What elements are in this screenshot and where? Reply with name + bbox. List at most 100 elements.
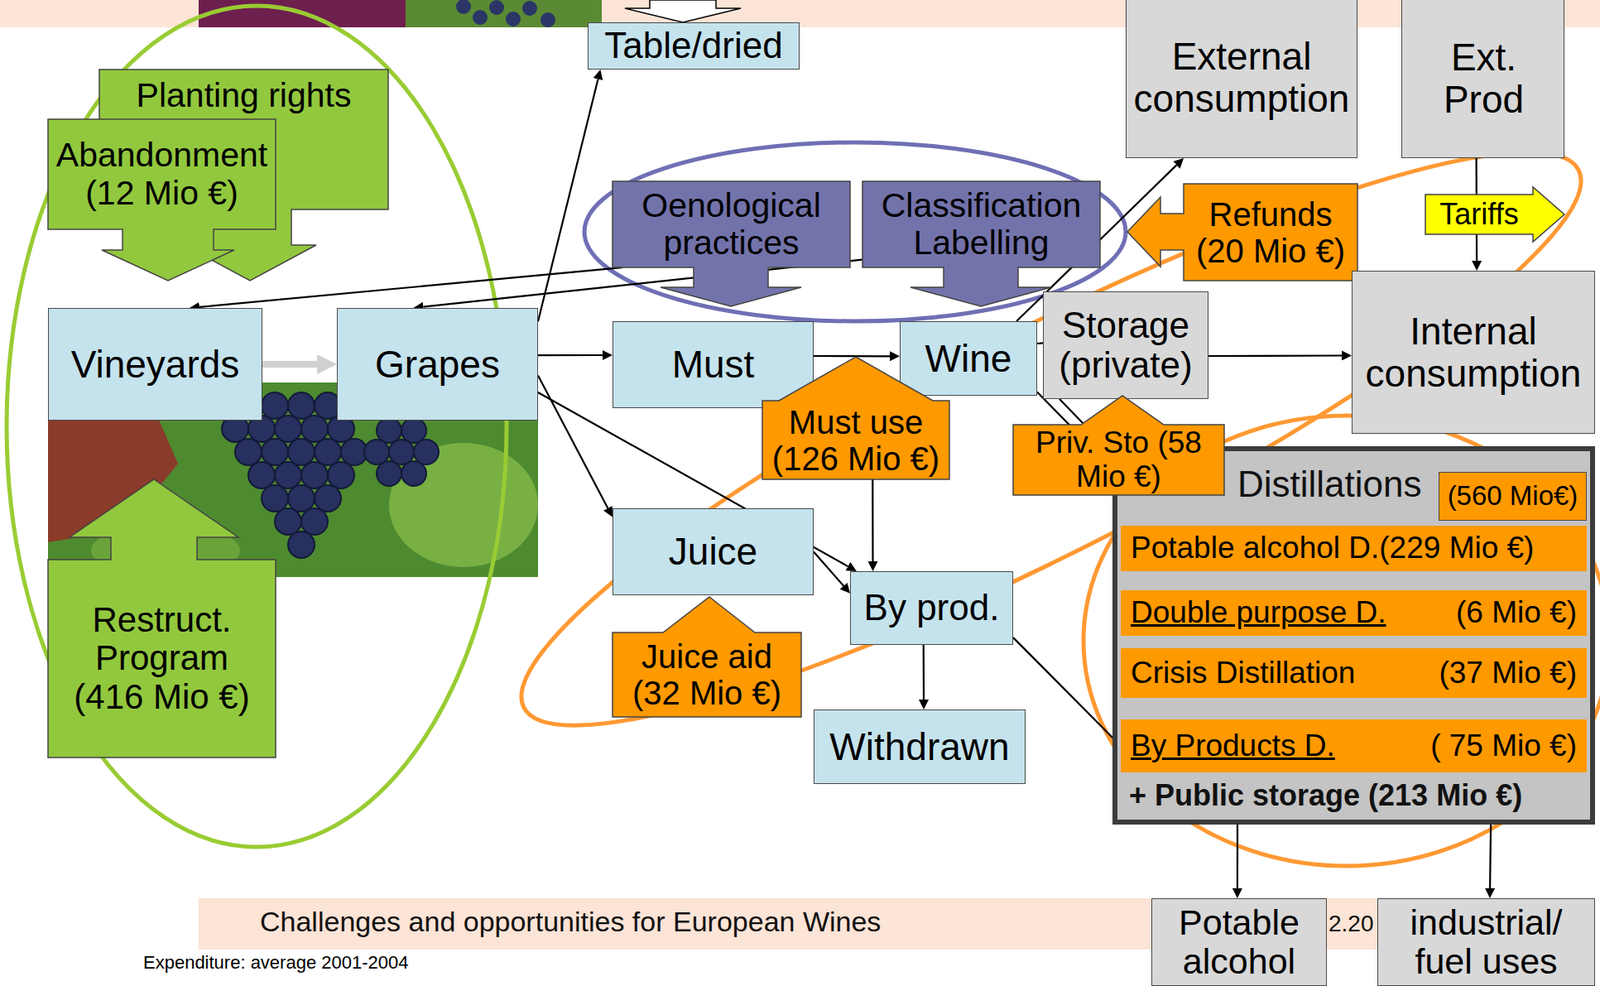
- group-outline: [6, 5, 507, 847]
- node-shape: [612, 596, 802, 717]
- node-text: (560 Mio€): [1447, 480, 1579, 511]
- distillation-bar: Potable alcohol D.(229 Mio €): [1120, 525, 1587, 572]
- grape: [314, 438, 342, 466]
- market-box: Internal consumption: [1351, 270, 1596, 434]
- node-text: (37 Mio €): [1438, 656, 1577, 691]
- grape: [376, 418, 402, 443]
- grape: [489, 0, 505, 15]
- node-shape: [48, 119, 276, 281]
- node-text: 2.20: [1328, 910, 1375, 937]
- grape: [301, 415, 328, 443]
- flow-arrow: [538, 79, 599, 322]
- rule-arrow: Oenological practices: [612, 181, 851, 307]
- flow-arrow: [1037, 341, 1043, 345]
- text-area: Abandonment (12 Mio €): [49, 120, 274, 228]
- node-text: ( 75 Mio €): [1430, 729, 1577, 764]
- product-box: Vineyards: [48, 307, 263, 421]
- node-text: Must use (126 Mio €): [766, 403, 946, 477]
- node-text: Potable alcohol D.(229 Mio €): [1130, 531, 1534, 566]
- text-area: Refunds (20 Mio €): [1185, 185, 1356, 279]
- text-area: Storage (private): [1043, 292, 1208, 399]
- flow-arrow: [538, 375, 608, 509]
- node-text: Distillations: [1237, 463, 1423, 505]
- node-text: Grapes: [374, 343, 500, 386]
- text-holder: Distillations: [1237, 464, 1423, 505]
- text-area: Vineyards: [48, 308, 262, 420]
- text-area: Must use (126 Mio €): [763, 400, 948, 480]
- text-area: Crisis Distillation(37 Mio €): [1120, 648, 1587, 698]
- flow-arrow: [1489, 824, 1491, 889]
- header-band: [0, 0, 1600, 28]
- node-text: Vineyards: [71, 343, 241, 386]
- grape: [274, 508, 302, 535]
- grape: [364, 439, 390, 465]
- text-area: Table/dried: [588, 23, 799, 69]
- node-text: Wine: [925, 337, 1013, 380]
- node-text: Withdrawn: [829, 725, 1010, 769]
- aid-arrow: Priv. Sto (58 Mio €): [1013, 395, 1225, 495]
- text-area: Wine: [900, 321, 1037, 395]
- grape: [288, 438, 315, 466]
- node-text: Table/dried: [604, 25, 783, 66]
- product-box: Grapes: [336, 307, 539, 421]
- node-text: Refunds (20 Mio €): [1187, 196, 1354, 270]
- text-area: Restruct. Program (416 Mio €): [51, 559, 273, 758]
- node-text: Storage (private): [1048, 305, 1203, 386]
- grape: [376, 461, 402, 486]
- node-text: Restruct. Program (416 Mio €): [56, 600, 268, 716]
- text-area: Juice: [613, 509, 813, 595]
- tariff-arrow: Tariffs: [1425, 187, 1565, 242]
- measure-arrow: Abandonment (12 Mio €): [48, 119, 276, 281]
- header-photo: [405, 0, 602, 28]
- note-label: Expenditure: average 2001-2004: [143, 951, 409, 973]
- grape: [261, 485, 289, 512]
- flow-arrow: [1013, 637, 1121, 746]
- text-area: Potable alcohol: [1152, 898, 1327, 985]
- grape: [288, 392, 315, 419]
- aid-arrow: Juice aid (32 Mio €): [612, 596, 802, 717]
- node-text: External consumption: [1131, 35, 1352, 120]
- text-area: Juice aid (32 Mio €): [614, 632, 800, 717]
- aid-arrow: Must use (126 Mio €): [762, 356, 950, 480]
- grape: [327, 461, 355, 489]
- storage-box: Storage (private): [1042, 291, 1209, 399]
- text-area: By prod.: [850, 571, 1013, 644]
- text-area: Ext. Prod: [1427, 0, 1541, 159]
- text-area: Planting rights: [105, 72, 382, 120]
- text-area: Priv. Sto (58 Mio €): [1014, 424, 1223, 495]
- node-text: By Products D.: [1130, 729, 1336, 764]
- flow-arrow: [1236, 824, 1239, 889]
- grape: [472, 9, 488, 25]
- grape: [288, 531, 315, 558]
- flow-arrow: [813, 355, 890, 357]
- node-shape: [612, 181, 851, 307]
- product-box: Withdrawn: [813, 709, 1026, 784]
- leaf: [389, 442, 539, 567]
- node-text: Potable alcohol: [1157, 903, 1322, 982]
- product-box: Must: [612, 321, 814, 409]
- product-box: Wine: [899, 321, 1038, 396]
- node-text: Juice: [668, 530, 758, 573]
- text-area: Must: [613, 321, 813, 408]
- node-shape: [48, 479, 276, 758]
- text-area: (560 Mio€): [1439, 472, 1586, 520]
- node-text: Priv. Sto (58 Mio €): [1019, 426, 1218, 494]
- node-text: Tariffs: [1439, 197, 1519, 231]
- grape: [261, 438, 289, 466]
- text-area: Oenological practices: [614, 182, 849, 266]
- distillation-bar: By Products D. ( 75 Mio €): [1120, 719, 1587, 773]
- node-text: Ext. Prod: [1431, 36, 1536, 121]
- grape: [288, 485, 315, 512]
- grape: [248, 461, 275, 489]
- grape: [314, 485, 342, 512]
- grape: [261, 392, 289, 419]
- node-shape: [1013, 395, 1225, 495]
- node-text: Juice aid (32 Mio €): [616, 638, 798, 712]
- text-area: External consumption: [1126, 0, 1357, 158]
- amount-box: (560 Mio€): [1438, 471, 1587, 521]
- rule-arrow: Classification Labelling: [862, 181, 1101, 307]
- node-text: Planting rights: [136, 76, 352, 115]
- distillation-panel: Distillations+ Public storage (213 Mio €…: [1112, 446, 1596, 825]
- node-text: By prod.: [864, 587, 1000, 628]
- grape: [505, 11, 521, 27]
